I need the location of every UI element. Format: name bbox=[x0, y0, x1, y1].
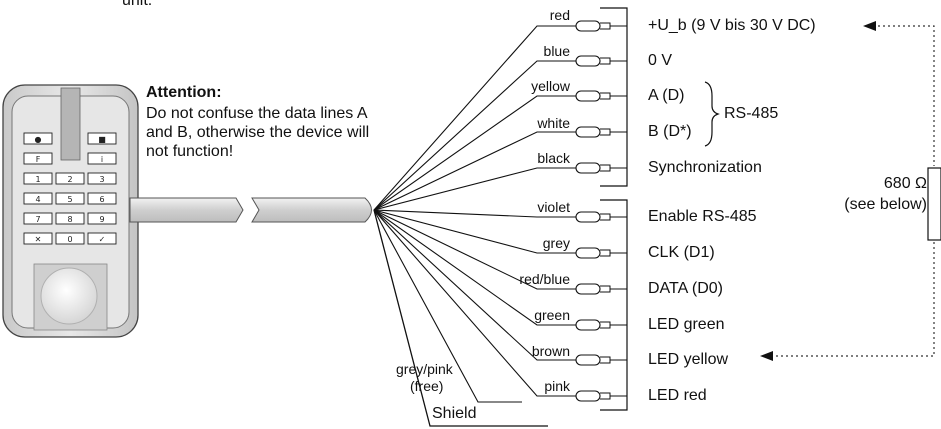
terminal-block-lower bbox=[600, 199, 628, 411]
card-reader-device bbox=[2, 84, 139, 338]
keypad-key: 0 bbox=[55, 232, 85, 245]
signal-a: A (D) bbox=[648, 87, 685, 104]
free-wire-note: (free) bbox=[410, 378, 444, 394]
keypad-key: i bbox=[87, 152, 117, 165]
signal-clk: CLK (D1) bbox=[648, 244, 715, 261]
signal-led-green: LED green bbox=[648, 316, 725, 333]
wire-label-red: red bbox=[549, 7, 570, 23]
keypad-key-label: 5 bbox=[67, 195, 72, 204]
cable bbox=[129, 197, 372, 223]
keypad-key: 5 bbox=[55, 192, 85, 205]
keypad-key-label: 2 bbox=[67, 175, 72, 184]
wire-label-black: black bbox=[537, 150, 570, 166]
termination-resistor bbox=[760, 21, 941, 361]
keypad-key-label: 1 bbox=[35, 175, 40, 184]
keypad-key: 6 bbox=[87, 192, 117, 205]
attention-heading: Attention: bbox=[146, 84, 222, 101]
keypad-key-label: 0 bbox=[67, 235, 72, 244]
rs485-label: RS-485 bbox=[724, 105, 779, 122]
signal-sync: Synchronization bbox=[648, 159, 762, 176]
keypad-key-label: ■ bbox=[98, 135, 106, 144]
wire-label-green: green bbox=[534, 307, 570, 323]
resistor-note: (see below) bbox=[844, 196, 927, 213]
rs485-brace bbox=[704, 81, 720, 147]
resistor-value: 680 Ω bbox=[883, 175, 927, 192]
signal-ground: 0 V bbox=[648, 52, 673, 69]
keypad-key: 4 bbox=[23, 192, 53, 205]
signal-data: DATA (D0) bbox=[648, 280, 723, 297]
keypad-key: ● bbox=[23, 132, 53, 145]
keypad-key-label: 8 bbox=[67, 215, 72, 224]
keypad-key-label: ● bbox=[35, 135, 42, 144]
attention-text: Do not confuse the data lines A and B, o… bbox=[146, 105, 370, 160]
keypad-key-label: 3 bbox=[99, 175, 104, 184]
wire-label-red-blue: red/blue bbox=[519, 271, 570, 287]
top-text-fragment: unit. bbox=[122, 0, 153, 9]
wire-2 bbox=[373, 90, 627, 211]
wire-label-grey: grey bbox=[542, 235, 570, 251]
free-wire bbox=[373, 209, 522, 403]
wire-fan bbox=[373, 20, 627, 427]
keypad-key-label: 4 bbox=[35, 195, 40, 204]
signal-led-red: LED red bbox=[648, 387, 707, 404]
wire-7 bbox=[373, 209, 627, 295]
wire-10 bbox=[373, 209, 627, 402]
wire-9 bbox=[373, 209, 627, 366]
keypad-key: ✕ bbox=[23, 232, 53, 245]
wire-5 bbox=[373, 209, 627, 223]
keypad-key: ✓ bbox=[87, 232, 117, 245]
keypad-key: 1 bbox=[23, 172, 53, 185]
signal-enable-rs485: Enable RS-485 bbox=[648, 208, 757, 225]
wire-label-violet: violet bbox=[537, 199, 570, 215]
wire-4 bbox=[373, 162, 627, 211]
wire-label-pink: pink bbox=[544, 378, 570, 394]
keypad-key: 7 bbox=[23, 212, 53, 225]
shield-label: Shield bbox=[432, 405, 477, 422]
wire-6 bbox=[373, 209, 627, 259]
keypad-key-label: ✕ bbox=[35, 235, 42, 244]
keypad-key: 2 bbox=[55, 172, 85, 185]
keypad-key-label: F bbox=[36, 155, 41, 164]
keypad-key: F bbox=[23, 152, 53, 165]
wire-label-brown: brown bbox=[531, 343, 570, 359]
keypad-key: ■ bbox=[87, 132, 117, 145]
shield-wire bbox=[373, 209, 548, 427]
keypad-key-label: 7 bbox=[35, 215, 40, 224]
keypad-key-label: i bbox=[101, 155, 103, 164]
terminal-block-upper bbox=[600, 7, 628, 187]
wire-label-white: white bbox=[537, 115, 570, 131]
keypad-key: 8 bbox=[55, 212, 85, 225]
keypad-key: 9 bbox=[87, 212, 117, 225]
wire-8 bbox=[373, 209, 627, 331]
wire-3 bbox=[373, 126, 627, 211]
free-wire-label: grey/pink bbox=[396, 361, 453, 377]
keypad-key-label: 9 bbox=[99, 215, 104, 224]
keypad-key-label: ✓ bbox=[99, 235, 106, 244]
wire-label-blue: blue bbox=[543, 43, 570, 59]
signal-b: B (D*) bbox=[648, 123, 692, 140]
wire-0 bbox=[373, 20, 627, 211]
wire-1 bbox=[373, 55, 627, 211]
keypad-key-label: 6 bbox=[99, 195, 104, 204]
signal-led-yellow: LED yellow bbox=[648, 351, 729, 368]
signal-supply: +U_b (9 V bis 30 V DC) bbox=[648, 17, 816, 34]
keypad-key: 3 bbox=[87, 172, 117, 185]
wire-label-yellow: yellow bbox=[531, 78, 570, 94]
